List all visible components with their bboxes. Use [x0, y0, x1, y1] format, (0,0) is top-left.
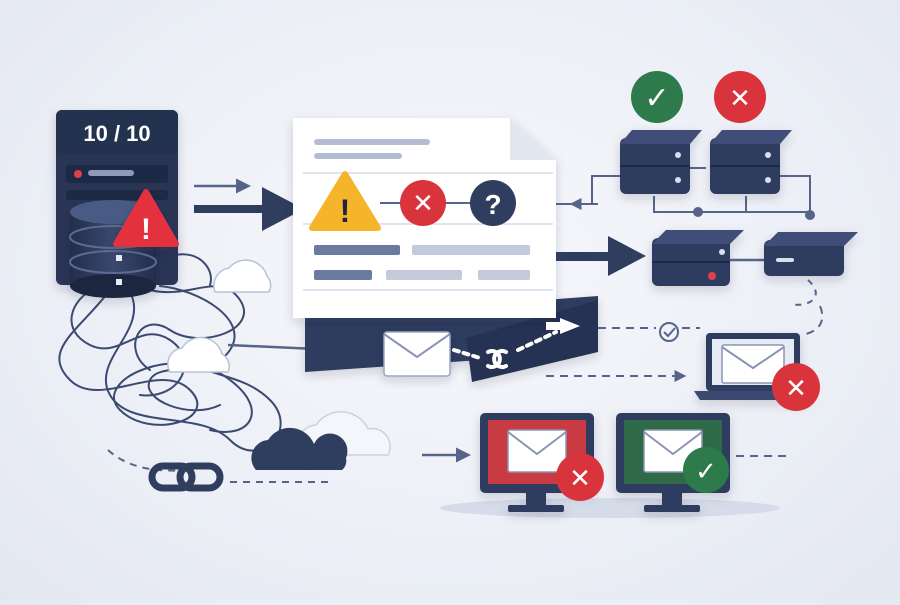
success-glyph: ✓: [695, 457, 717, 487]
server-warning-icon: [113, 189, 179, 247]
error-icon: [772, 363, 820, 411]
server-warning-glyph: !: [141, 213, 151, 246]
envelope-icon: [721, 344, 785, 384]
warning-icon: [309, 171, 381, 231]
envelope-icon: [507, 429, 567, 473]
cloud-icon: [251, 427, 348, 470]
question-icon: [470, 180, 516, 226]
error-icon: [556, 453, 604, 501]
dashed-connection: [546, 305, 824, 382]
small-check-icon: [659, 322, 679, 342]
network-junction: [693, 207, 703, 217]
server-counter-label: 10 / 10: [83, 121, 150, 146]
network-junction: [805, 210, 815, 220]
error-glyph: ✕: [785, 374, 807, 404]
error-glyph: ✕: [569, 464, 591, 494]
flow-arrow-large: [556, 236, 646, 276]
dashed-connection: [789, 279, 817, 306]
question-glyph: ?: [484, 189, 501, 220]
network-node-icon: [652, 230, 744, 286]
ground-shadow: [440, 498, 780, 518]
error-glyph: ✕: [412, 189, 434, 219]
cloud-icon: [167, 336, 230, 373]
dashed-connection: [107, 449, 330, 483]
error-icon: [714, 71, 766, 123]
broken-link-icon: [452, 330, 558, 369]
network-node-icon: [620, 130, 702, 194]
error-icon: [400, 180, 446, 226]
network-node-icon: [710, 130, 792, 194]
success-glyph: ✓: [644, 81, 669, 116]
cloud-icon: [213, 259, 272, 293]
small-check-mark: [663, 327, 676, 338]
flow-arrow-large: [194, 187, 304, 231]
conveyor-arrow: [560, 318, 580, 334]
network-node-icon: [764, 232, 858, 276]
success-icon: [683, 447, 729, 493]
warning-glyph: !: [340, 193, 351, 229]
envelope-icon: [383, 331, 451, 377]
chain-link-icon: [148, 462, 224, 492]
success-icon: [631, 71, 683, 123]
error-glyph: ✕: [729, 84, 751, 114]
conveyor-arrow-tail: [546, 322, 562, 330]
